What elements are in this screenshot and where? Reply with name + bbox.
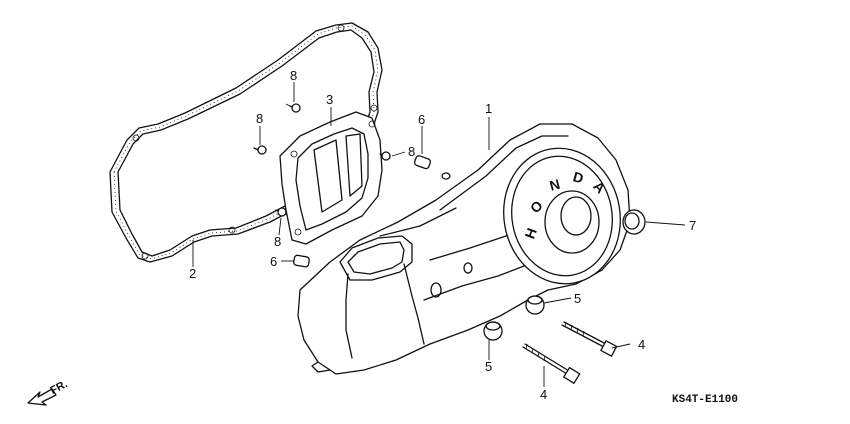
front-direction-label: FR. xyxy=(48,378,69,397)
callout-8-b: 8 xyxy=(256,111,263,126)
callout-8-d: 8 xyxy=(274,234,281,249)
grommet-part-5-upper xyxy=(525,295,545,315)
grommet-part-5-lower xyxy=(483,321,503,341)
callout-7: 7 xyxy=(689,218,696,233)
callout-8-a: 8 xyxy=(290,68,297,83)
brand-letter-d: D xyxy=(571,168,585,186)
bolt-part-4-lower xyxy=(522,343,581,384)
callout-5-upper: 5 xyxy=(574,291,581,306)
callout-6-upper: 6 xyxy=(418,112,425,127)
dowel-part-6-upper xyxy=(413,155,432,170)
brand-letter-n: N xyxy=(548,176,562,194)
plate-gasket-part-3 xyxy=(279,111,383,245)
callout-5-lower: 5 xyxy=(485,359,492,374)
bolt-part-4-upper xyxy=(561,321,618,357)
front-direction-arrow: FR. xyxy=(27,378,70,406)
leader-8d xyxy=(278,217,282,236)
leader-8c xyxy=(391,151,406,157)
callout-1: 1 xyxy=(485,101,492,116)
callout-3: 3 xyxy=(326,92,333,107)
callout-2: 2 xyxy=(189,266,196,281)
callout-8-c: 8 xyxy=(408,144,415,159)
screw-part-8-d xyxy=(275,207,287,217)
leader-5a xyxy=(543,297,572,304)
dowel-part-6-lower xyxy=(293,254,310,268)
leader-7 xyxy=(645,221,686,226)
callout-4-upper: 4 xyxy=(638,337,645,352)
screw-part-8-a xyxy=(285,103,301,113)
case-cover-part-1: H O N D A xyxy=(297,123,631,375)
screw-part-8-b xyxy=(253,145,267,155)
leader-4a xyxy=(611,343,631,349)
drawing-code: KS4T-E1100 xyxy=(672,394,738,406)
screw-part-8-c xyxy=(379,151,391,161)
callout-4-lower: 4 xyxy=(540,387,547,402)
cap-part-7 xyxy=(622,209,646,235)
callout-6-lower: 6 xyxy=(270,254,277,269)
